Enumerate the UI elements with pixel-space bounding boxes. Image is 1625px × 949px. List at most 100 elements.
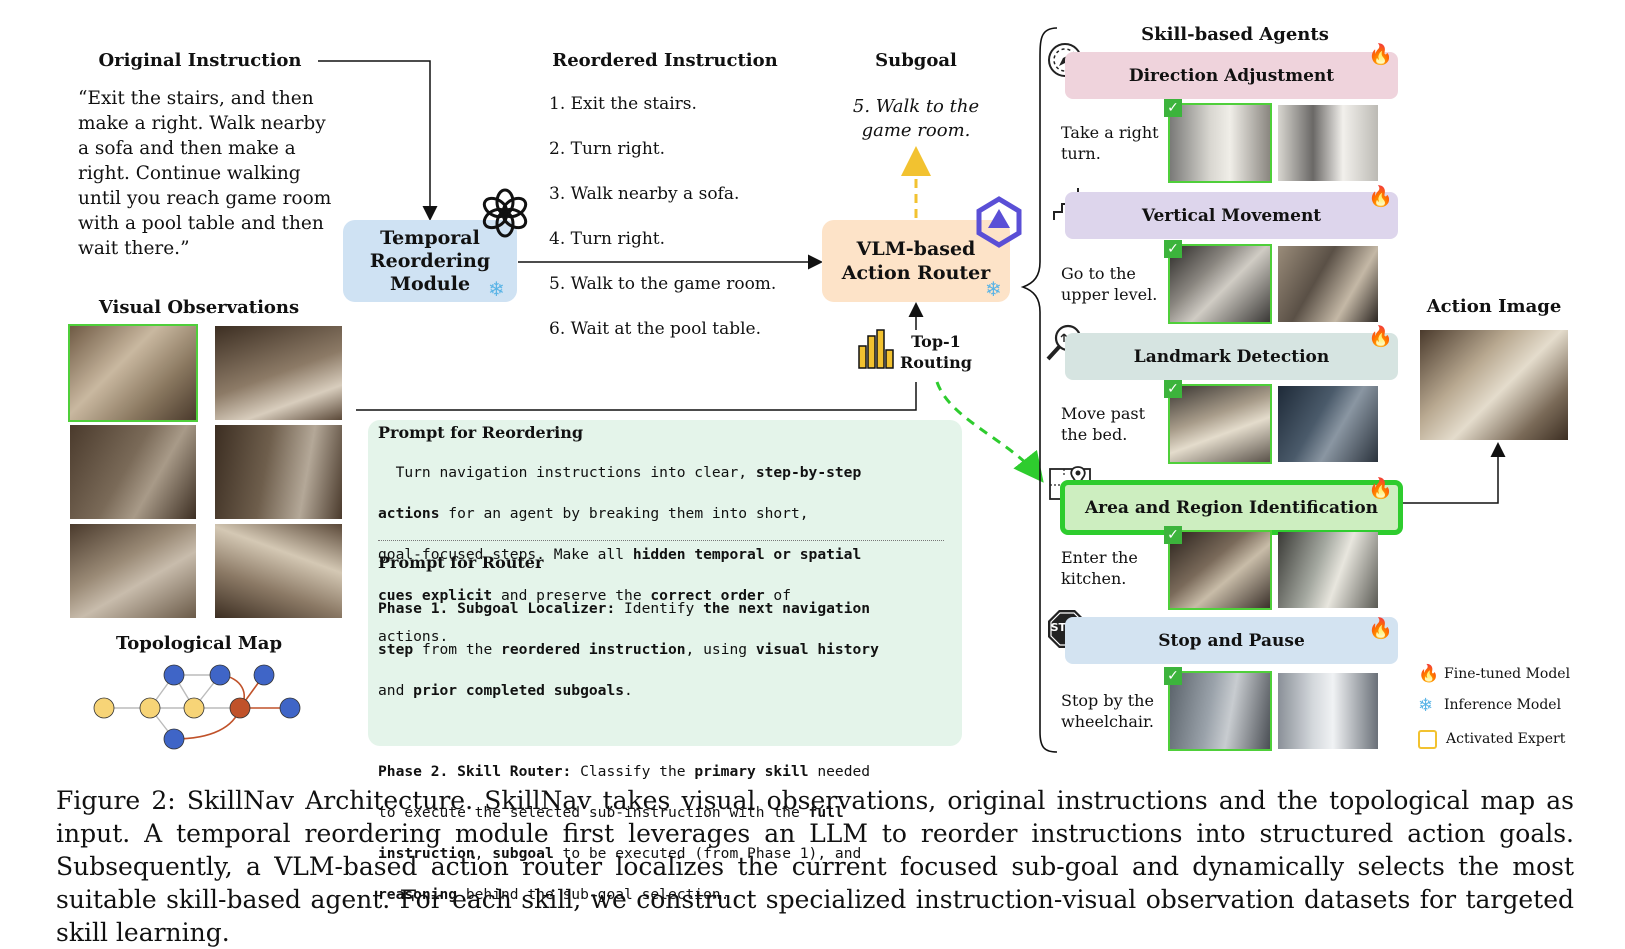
activated-expert-swatch <box>1418 729 1437 749</box>
reordered-item: 4. Turn right. <box>549 229 666 249</box>
routing-line: Top-1 <box>911 332 961 351</box>
prompt-router-body: Phase 1. Subgoal Localizer: Identify the… <box>378 579 879 926</box>
skill-example-image <box>1278 673 1378 749</box>
original-instruction-title: Original Instruction <box>98 50 302 71</box>
prompt-text: Identify <box>615 600 704 618</box>
reordered-item: 6. Wait at the pool table. <box>549 319 761 339</box>
prompt-bold: reordered instruction <box>501 641 686 659</box>
skill-example-image <box>1278 105 1378 181</box>
topological-map-graph <box>93 664 301 750</box>
prompt-reordering-title: Prompt for Reordering <box>378 423 584 442</box>
subgoal-title: Subgoal <box>875 50 957 71</box>
prompt-text: . <box>624 682 633 700</box>
skill-area-region-identification: Area and Region Identification <box>1060 480 1403 535</box>
legend-inference: Inference Model <box>1444 697 1562 713</box>
observation-image <box>70 524 196 618</box>
prompt-text: from the <box>413 641 502 659</box>
observation-image <box>70 425 196 519</box>
instruction-line: wait there.” <box>78 238 190 259</box>
skill-example-text: Take a right turn. <box>1061 122 1159 164</box>
legend-activated: Activated Expert <box>1446 731 1566 747</box>
reordered-instruction-title: Reordered Instruction <box>552 50 778 71</box>
prompt-text: for an agent by breaking them into short… <box>439 505 809 523</box>
reordered-item: 3. Walk nearby a sofa. <box>549 184 740 204</box>
prompt-bold: primary skill <box>694 763 809 781</box>
prompt-text: , using <box>685 641 756 659</box>
prompt-bold: actions <box>378 505 440 523</box>
skill-example-image <box>1168 244 1272 324</box>
skill-example-image <box>1278 532 1378 608</box>
arrow-instruction-to-module <box>318 60 438 221</box>
skill-example-image <box>1168 671 1272 751</box>
bar-chart-icon <box>858 329 894 369</box>
skill-desc-line: Enter the <box>1061 548 1138 567</box>
figure-caption: Figure 2: SkillNav Architecture. SkillNa… <box>56 786 1574 947</box>
prompt-text: of <box>764 586 791 604</box>
instruction-line: right. Continue walking <box>78 163 301 184</box>
skills-brace <box>1020 27 1058 753</box>
reordered-item: 5. Walk to the game room. <box>549 274 777 294</box>
skill-example-image <box>1168 384 1272 464</box>
original-instruction-text: “Exit the stairs, and then make a right.… <box>78 86 338 261</box>
skill-stop-and-pause: Stop and Pause <box>1065 617 1398 664</box>
snowflake-icon: ❄ <box>488 277 505 301</box>
fire-icon: 🔥 <box>1368 616 1393 640</box>
fire-icon: 🔥 <box>1368 324 1393 348</box>
prompt-bold: full <box>808 804 844 822</box>
reordered-item: 1. Exit the stairs. <box>549 94 697 114</box>
prompt-text: and <box>378 682 414 700</box>
prompt-text: needed <box>808 763 871 781</box>
check-icon: ✓ <box>1164 99 1182 117</box>
prompt-panel <box>368 420 962 746</box>
subgoal-line: game room. <box>861 120 971 141</box>
check-icon: ✓ <box>1164 240 1182 258</box>
fire-icon: 🔥 <box>1368 184 1393 208</box>
prompt-text: behind the sub-goal selection. <box>457 885 730 903</box>
subgoal-line: 5. Walk to the <box>852 96 980 117</box>
prompt-text: actions. <box>378 627 449 645</box>
skill-desc-line: upper level. <box>1061 285 1158 304</box>
topological-map-title: Topological Map <box>115 633 283 654</box>
qwen-icon <box>976 196 1022 248</box>
skill-example-image <box>1278 246 1378 322</box>
skill-example-text: Stop by the wheelchair. <box>1061 690 1154 732</box>
observation-image <box>215 524 342 618</box>
check-icon: ✓ <box>1164 667 1182 685</box>
skill-desc-line: Take a right <box>1061 123 1159 142</box>
module-line: Reordering <box>369 249 491 272</box>
line-observations-to-routing <box>356 382 917 411</box>
routing-line: Routing <box>900 353 972 372</box>
instruction-line: a sofa and then make a <box>78 138 296 159</box>
skill-landmark-detection: Landmark Detection <box>1065 333 1398 380</box>
prompt-bold: prior completed subgoals <box>413 682 625 700</box>
skill-desc-line: Go to the <box>1061 264 1136 283</box>
skill-example-image <box>1278 386 1378 462</box>
skill-example-text: Move past the bed. <box>1061 403 1145 445</box>
prompt-bold: the next navigation <box>703 600 871 618</box>
openai-icon <box>482 188 528 238</box>
skill-vertical-movement: Vertical Movement <box>1065 192 1398 239</box>
skill-example-text: Go to the upper level. <box>1061 263 1157 305</box>
observation-image <box>215 425 342 519</box>
prompt-bold: Phase 2. Skill Router: <box>378 763 572 781</box>
instruction-line: until you reach game room <box>78 188 332 209</box>
temporal-reordering-module: Temporal Reordering Module <box>343 220 517 302</box>
observation-image <box>215 326 342 420</box>
prompt-text: to be executed (from Phase 1), and <box>553 844 862 862</box>
prompt-bold: step <box>378 641 414 659</box>
action-image <box>1420 330 1568 440</box>
skill-agents-title: Skill-based Agents <box>1141 24 1329 45</box>
router-line: Action Router <box>841 262 991 284</box>
prompt-text: and preserve the <box>492 586 651 604</box>
prompt-bold: reasoning <box>378 885 458 903</box>
fire-icon: 🔥 <box>1368 476 1393 500</box>
prompt-bold: cues explicit <box>378 586 493 604</box>
prompt-bold: step-by-step <box>755 464 862 482</box>
check-icon: ✓ <box>1164 526 1182 544</box>
prompt-bold: visual history <box>755 641 879 659</box>
prompt-text: Turn navigation instructions into clear, <box>378 464 756 482</box>
prompt-text: goal-focused steps. Make all <box>378 546 633 564</box>
action-image-title: Action Image <box>1426 296 1562 317</box>
skill-desc-line: the bed. <box>1061 425 1128 444</box>
skill-desc-line: kitchen. <box>1061 569 1127 588</box>
